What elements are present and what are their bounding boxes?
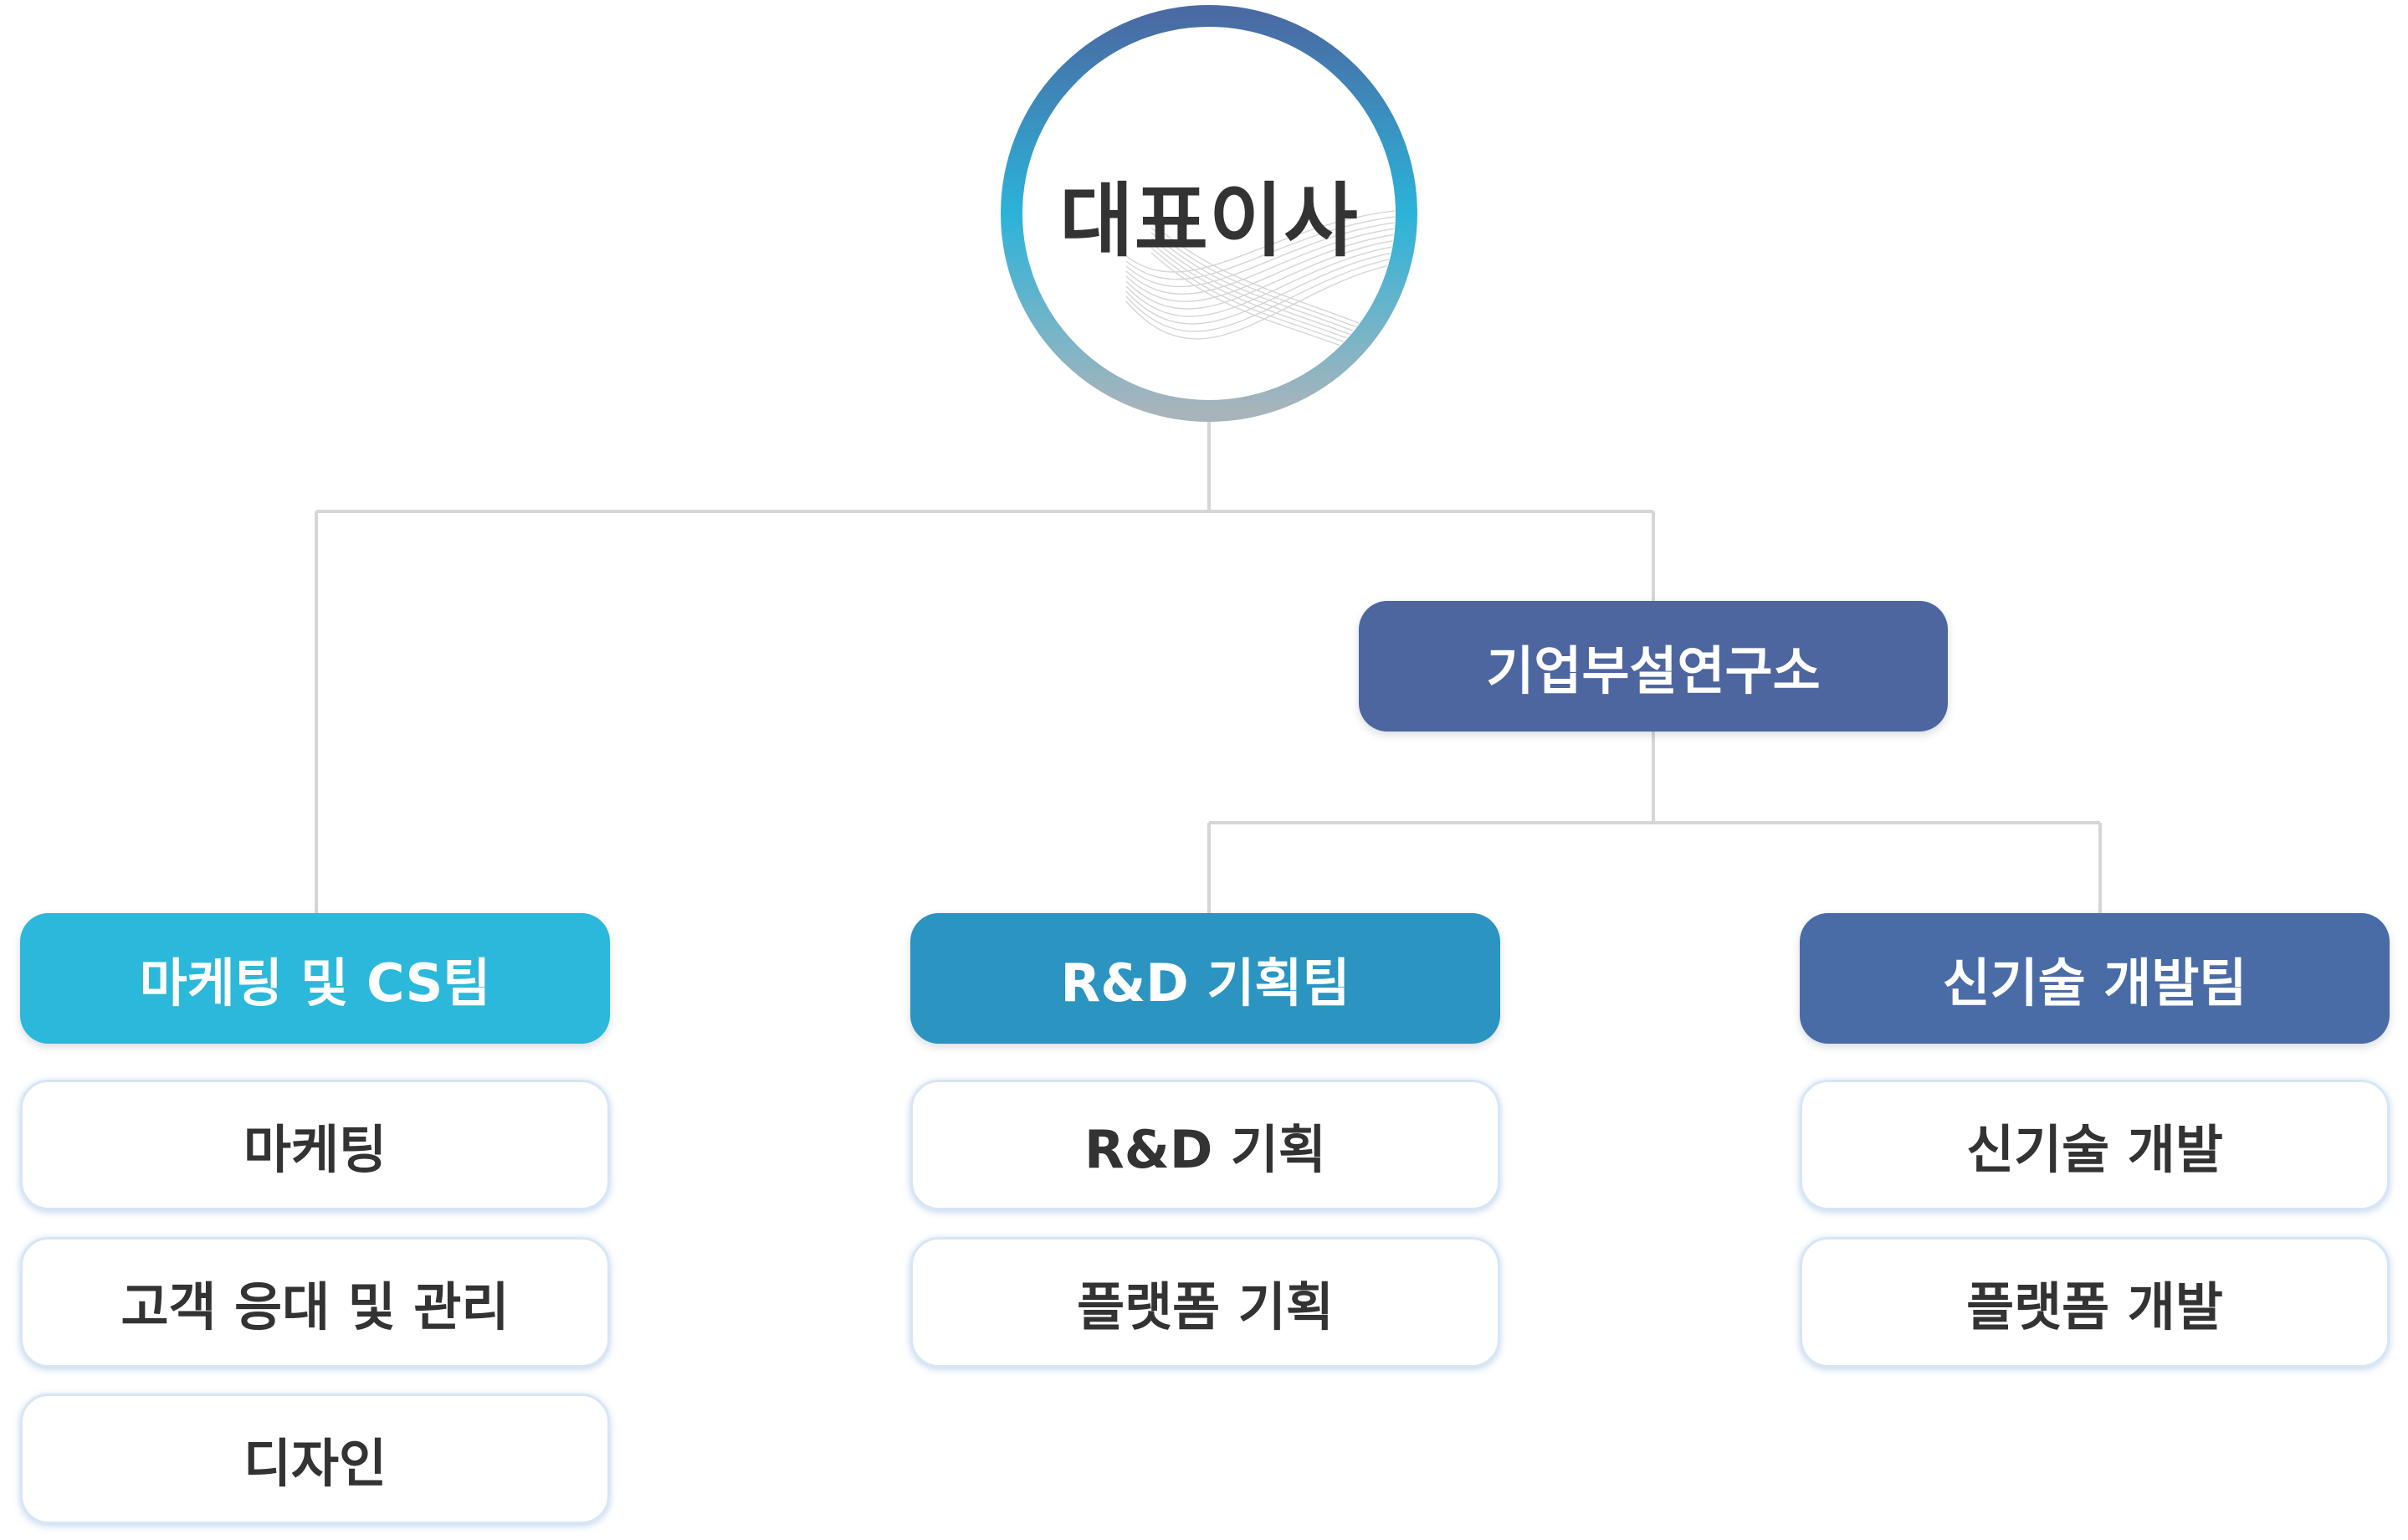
team-marketing-cs-item-customer-care[interactable]: 고객 응대 및 관리	[20, 1237, 610, 1368]
team-marketing-cs-header[interactable]: 마케팅 및 CS팀	[20, 913, 610, 1044]
team-rnd-planning-header[interactable]: R&D 기획팀	[910, 913, 1500, 1044]
team-marketing-cs-item-design[interactable]: 디자인	[20, 1394, 610, 1524]
team-rnd-planning-item-rnd[interactable]: R&D 기획	[910, 1080, 1500, 1210]
team-marketing-cs-item-marketing[interactable]: 마케팅	[20, 1080, 610, 1210]
ceo-ring	[1001, 5, 1417, 422]
research-institute-box[interactable]: 기업부설연구소	[1359, 601, 1948, 732]
team-new-tech-item-new-tech[interactable]: 신기술 개발	[1800, 1080, 2390, 1210]
team-rnd-planning-item-platform[interactable]: 플랫폼 기획	[910, 1237, 1500, 1368]
ceo-title: 대표이사	[1059, 173, 1359, 268]
ceo-node[interactable]: 대표이사	[1001, 5, 1417, 422]
team-new-tech-header[interactable]: 신기술 개발팀	[1800, 913, 2390, 1044]
team-new-tech-item-platform-dev[interactable]: 플랫폼 개발	[1800, 1237, 2390, 1368]
